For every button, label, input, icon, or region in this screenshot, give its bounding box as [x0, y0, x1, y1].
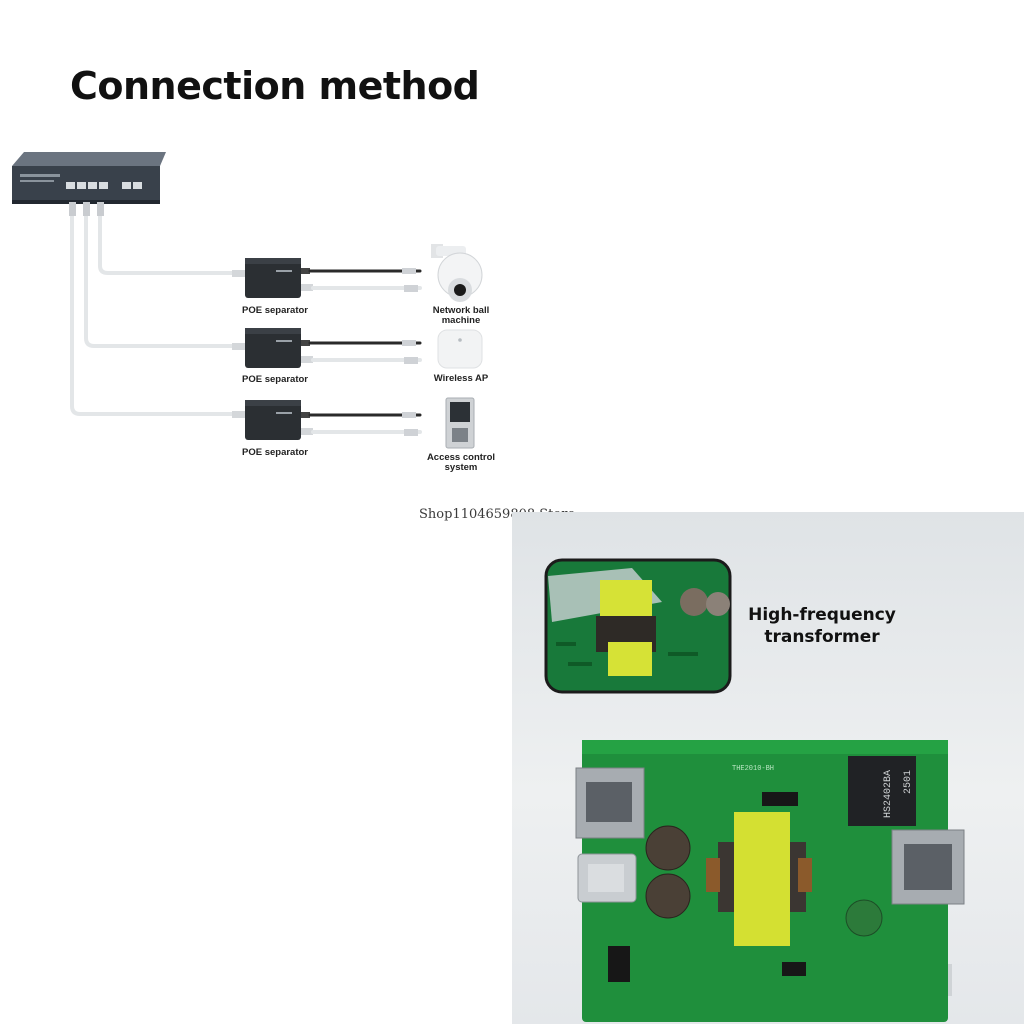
- transformer-callout: High-frequency transformer: [747, 604, 897, 648]
- connection-diagram: POE separator POE separator POE separato…: [12, 152, 495, 473]
- separator-label-2: POE separator: [242, 374, 308, 385]
- wireless-ap-icon: [437, 329, 483, 369]
- page-title: Connection method: [70, 64, 480, 108]
- chip-marking-2: 2501: [903, 770, 914, 794]
- access-control-icon: [445, 397, 475, 449]
- pcb-photo: HS2402BA 2501 THE2010-BH High-frequency …: [512, 512, 1024, 1024]
- poe-separator-3: [232, 400, 313, 440]
- poe-separator-2: [232, 328, 313, 368]
- separator-label-1: POE separator: [242, 305, 308, 316]
- device-label-1-line2: machine: [442, 315, 481, 326]
- device-label-2-line1: Wireless AP: [434, 373, 489, 384]
- dome-camera-icon: [431, 244, 483, 302]
- callout-line-1: High-frequency: [748, 605, 896, 625]
- callout-line-2: transformer: [764, 627, 880, 647]
- device-label-3-line1: Access control: [427, 452, 495, 463]
- separator-label-3: POE separator: [242, 447, 308, 458]
- device-label-3-line2: system: [445, 462, 478, 473]
- poe-separator-pcb: HS2402BA 2501 THE2010-BH: [575, 740, 965, 1022]
- device-label-1-line1: Network ball: [433, 305, 490, 316]
- transformer-closeup: [544, 558, 732, 694]
- board-silkscreen: THE2010-BH: [732, 765, 774, 773]
- poe-separator-1: [232, 258, 313, 298]
- chip-marking-1: HS2402BA: [883, 770, 894, 818]
- poe-switch-icon: [12, 152, 166, 204]
